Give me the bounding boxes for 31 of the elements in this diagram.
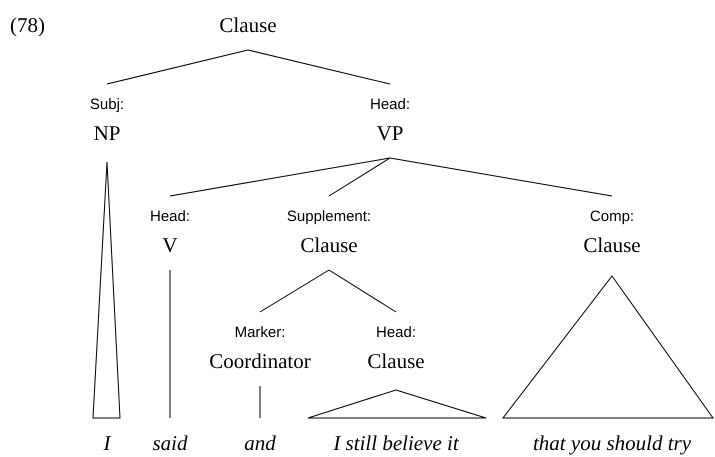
example-number: (78) [10,12,45,38]
category-label: Coordinator [209,348,311,374]
category-label: Clause [219,12,277,38]
function-label: Comp: [590,208,634,226]
category-label: Clause [300,232,358,258]
category-label: VP [376,120,404,146]
category-label: V [162,232,178,258]
branch-line [170,158,390,196]
function-label: Subj: [90,96,124,114]
category-label: Clause [367,348,425,374]
triangle-shape [93,162,120,418]
word: and [244,430,276,456]
category-label: Clause [583,232,641,258]
word: I still believe it [333,430,459,456]
function-label: Supplement: [286,208,372,226]
function-label: Marker: [234,324,286,342]
branch-line [328,270,396,312]
word: I [104,430,110,456]
branch-line [260,270,330,312]
branch-line [106,50,248,84]
triangle-shape [308,390,486,418]
word: said [152,430,188,456]
branch-line [328,158,390,196]
branch-line [390,158,612,196]
category-label: NP [94,120,120,146]
branch-line [248,50,390,84]
function-label: Head: [376,324,416,342]
function-label: Head: [150,208,190,226]
function-label: Head: [370,96,410,114]
triangle-shape [503,276,713,418]
word: that you should try [532,430,692,456]
